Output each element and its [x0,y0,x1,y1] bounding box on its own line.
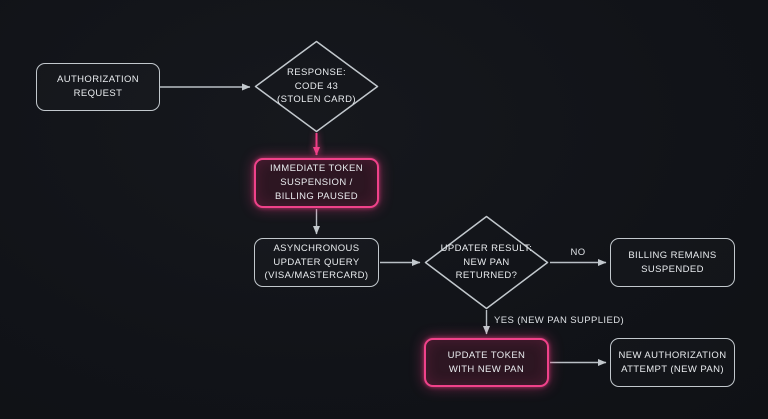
diamond-outline [424,215,549,310]
node-update-token-with-new-pan: UPDATE TOKEN WITH NEW PAN [424,338,549,387]
node-updater-result-label: UPDATER RESULT: NEW PAN RETURNED? [440,242,533,282]
edge-label-yes-new-pan-supplied: YES (NEW PAN SUPPLIED) [494,315,625,326]
node-authorization-request: AUTHORIZATION REQUEST [36,63,160,111]
node-updater-result: UPDATER RESULT: NEW PAN RETURNED? [424,215,549,310]
node-billing-remains-suspended: BILLING REMAINS SUSPENDED [610,238,735,287]
node-immediate-token-suspension: IMMEDIATE TOKEN SUSPENSION / BILLING PAU… [254,158,379,208]
edge-label-no: NO [570,247,586,258]
node-asynchronous-updater-query: ASYNCHRONOUS UPDATER QUERY (VISA/MASTERC… [254,238,379,287]
node-new-authorization-attempt: NEW AUTHORIZATION ATTEMPT (NEW PAN) [610,338,735,387]
node-response-code-43-label: RESPONSE: CODE 43 (STOLEN CARD) [277,66,356,106]
diamond-outline [254,40,379,133]
node-response-code-43: RESPONSE: CODE 43 (STOLEN CARD) [254,40,379,133]
